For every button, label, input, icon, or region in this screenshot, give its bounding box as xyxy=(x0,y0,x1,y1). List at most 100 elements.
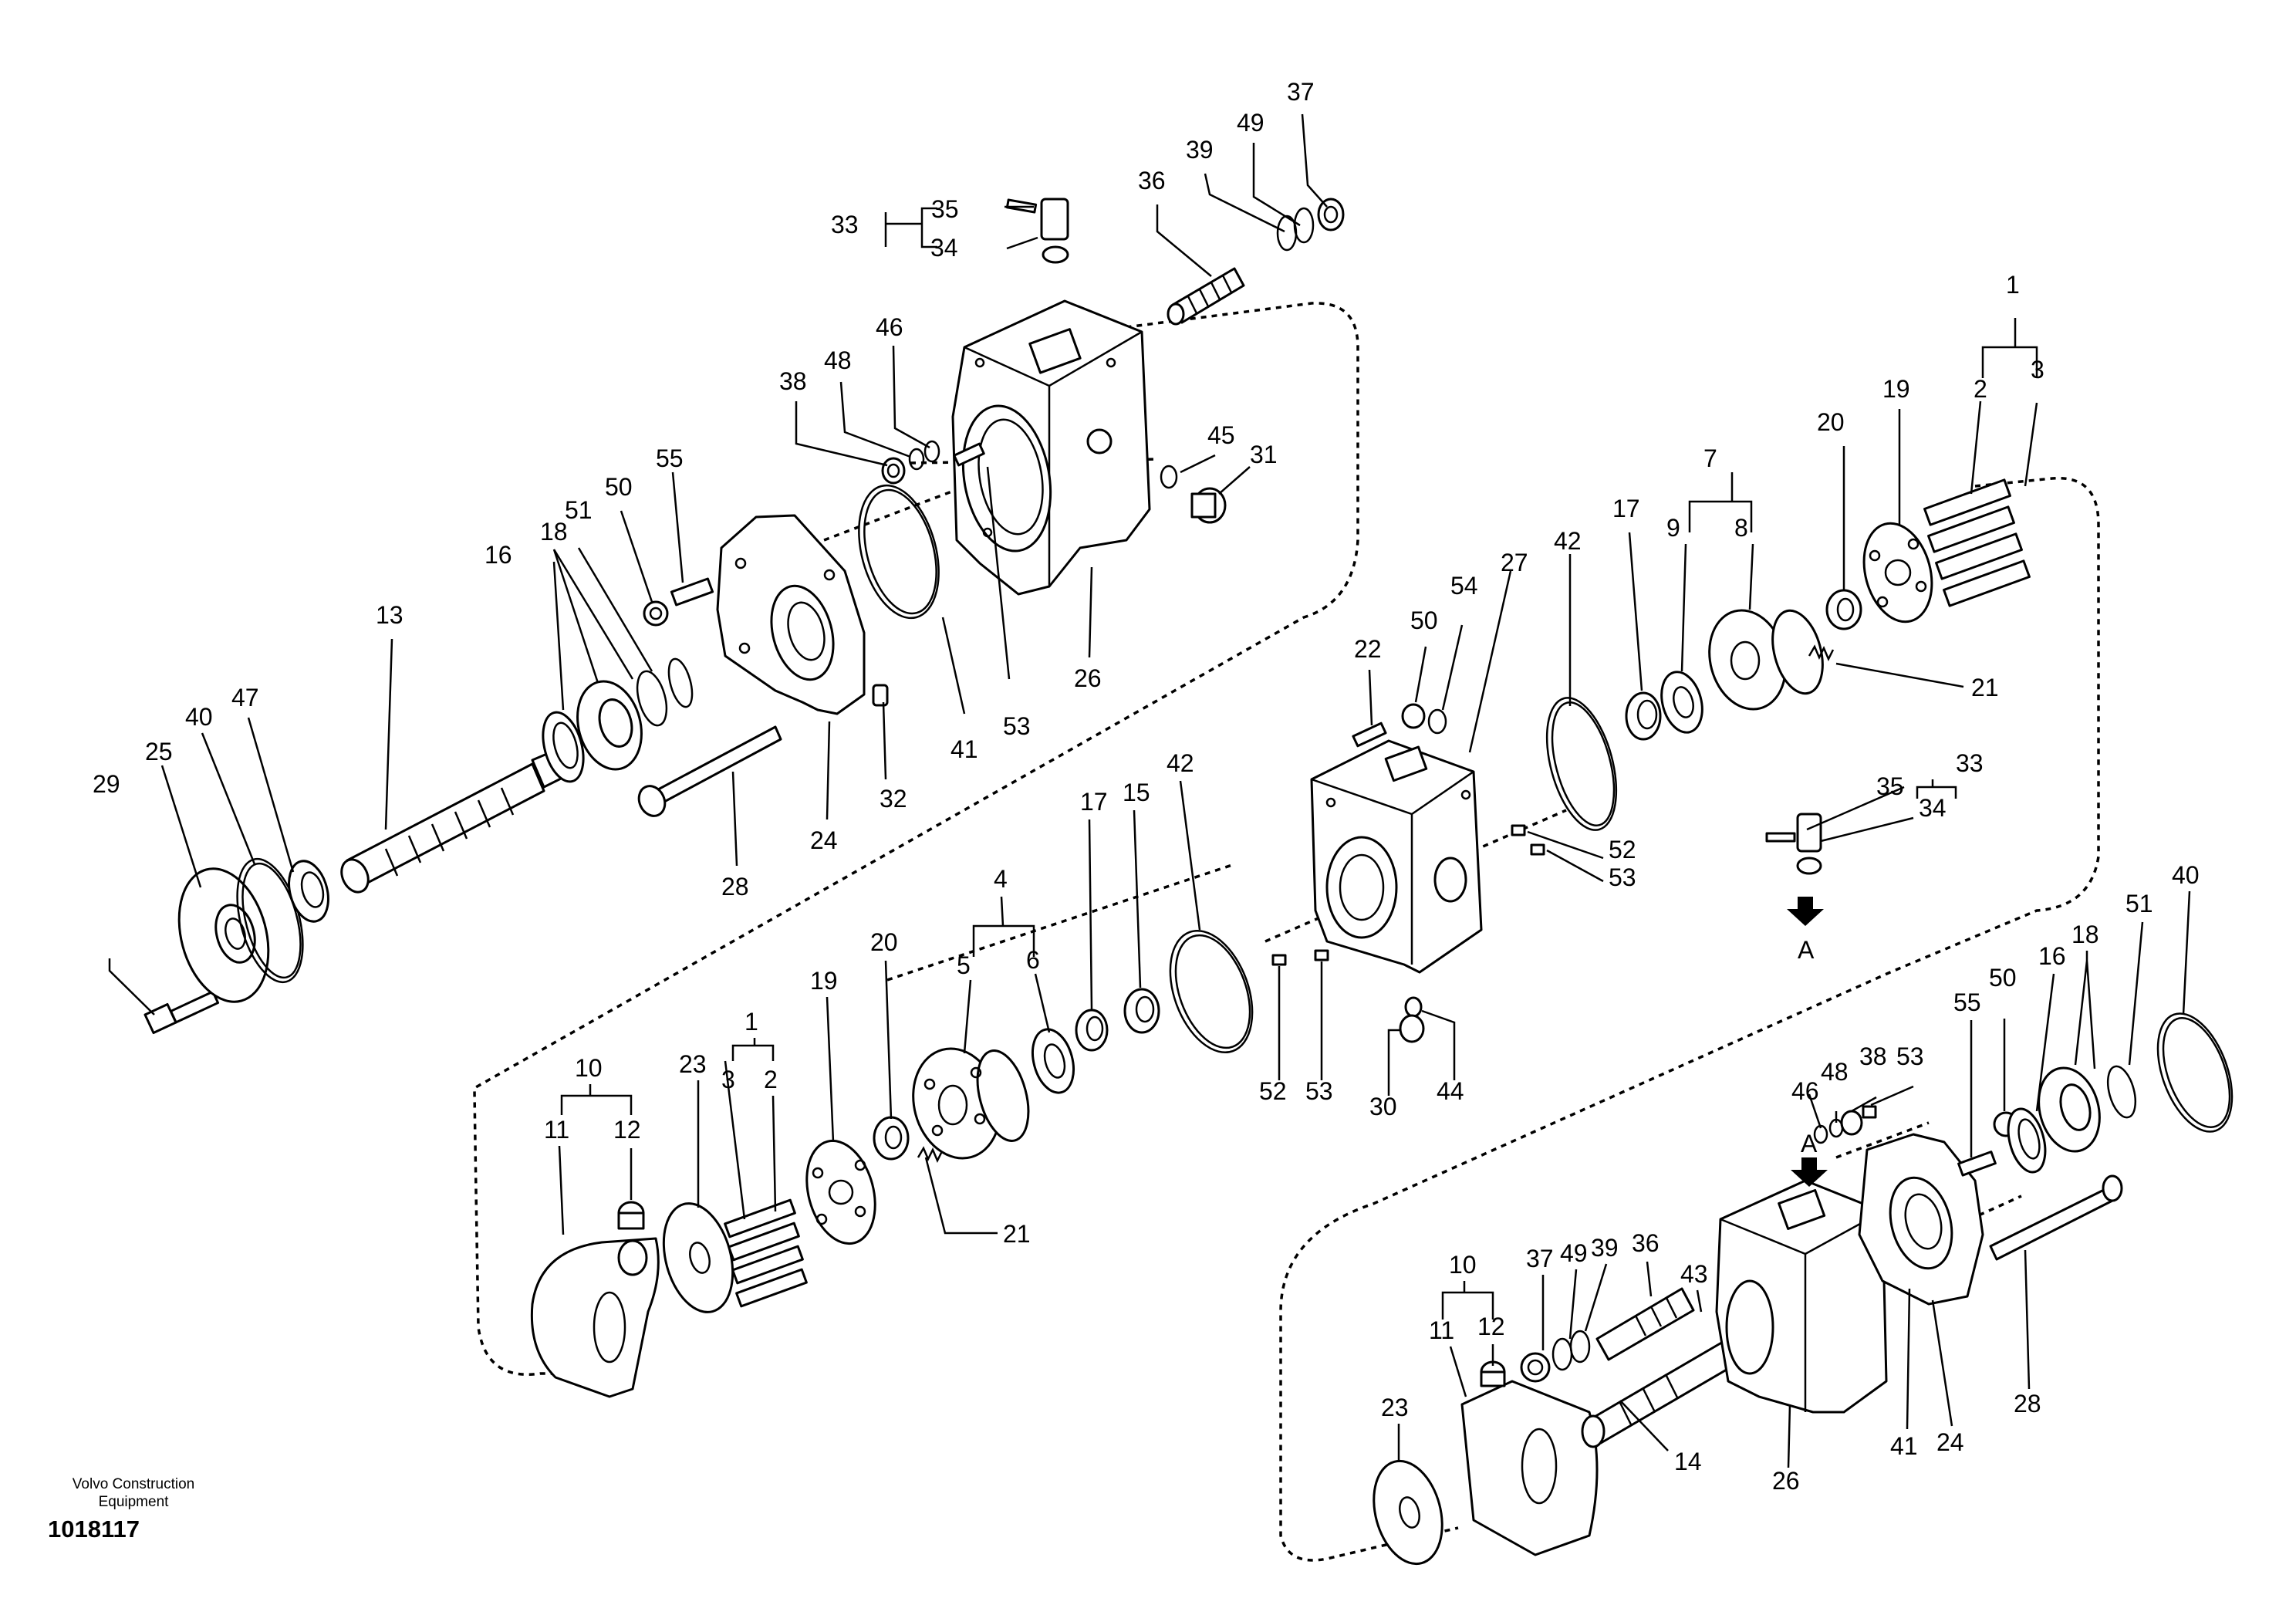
callout-36: 36 xyxy=(1138,167,1166,194)
callout-38: 38 xyxy=(779,367,807,395)
adjuster-36-lower xyxy=(1595,1287,1695,1361)
callout-19: 19 xyxy=(1882,375,1910,403)
cylinder-block-8 xyxy=(1708,609,1824,711)
o-ring-42-middle-right xyxy=(1545,697,1618,831)
callout-54: 54 xyxy=(1450,572,1478,600)
callout-55: 55 xyxy=(656,444,684,472)
plate-19-middle xyxy=(805,1139,876,1245)
callout-9: 9 xyxy=(1666,514,1680,542)
bracket-34-35-upper xyxy=(1005,198,1069,264)
callout-36: 36 xyxy=(1632,1229,1660,1257)
callout-18: 18 xyxy=(540,518,568,546)
seal-39-49-37-upper xyxy=(1276,198,1345,252)
callout-14: 14 xyxy=(1674,1448,1702,1475)
document-number: 1018117 xyxy=(48,1516,140,1543)
leader-lines xyxy=(108,113,2191,1468)
swash-plate-11-lower xyxy=(1460,1380,1599,1556)
callout-33: 33 xyxy=(831,211,859,238)
pins-22-middle xyxy=(1352,721,1387,748)
brand-line-1: Volvo Construction xyxy=(72,1476,195,1492)
callout-53: 53 xyxy=(1896,1042,1924,1070)
callout-49: 49 xyxy=(1560,1239,1588,1267)
callout-42: 42 xyxy=(1167,749,1194,777)
callout-13: 13 xyxy=(376,601,403,629)
callout-48: 48 xyxy=(1821,1058,1849,1086)
seals-37-49-39-lower xyxy=(1520,1330,1591,1383)
bearings-15-17-middle xyxy=(1075,988,1160,1052)
callout-1: 1 xyxy=(745,1008,758,1036)
callout-17: 17 xyxy=(1612,495,1640,522)
callout-7: 7 xyxy=(1703,444,1717,472)
pistons-2-3-middle xyxy=(724,1198,808,1308)
callout-32: 32 xyxy=(880,785,907,813)
callout-4: 4 xyxy=(994,865,1008,893)
callout-20: 20 xyxy=(1817,408,1845,436)
callout-a-lower: A xyxy=(1801,1130,1818,1157)
stud-55-upper xyxy=(670,577,714,607)
callout-28: 28 xyxy=(2014,1390,2041,1418)
callout-20: 20 xyxy=(870,928,898,956)
callout-53: 53 xyxy=(1305,1077,1333,1105)
washer-23-lower xyxy=(1373,1459,1443,1566)
callout-27: 27 xyxy=(1501,549,1528,576)
bearing-18-upper xyxy=(576,680,643,771)
callout-17: 17 xyxy=(1080,788,1108,816)
callout-49: 49 xyxy=(1237,109,1264,137)
valve-plate-27 xyxy=(1310,739,1483,974)
callout-31: 31 xyxy=(1250,441,1278,468)
callout-50: 50 xyxy=(1989,964,2017,992)
callout-16: 16 xyxy=(2038,942,2066,970)
bolt-29 xyxy=(144,990,220,1035)
callout-10: 10 xyxy=(1449,1251,1477,1279)
o-ring-42-middle xyxy=(1169,929,1254,1054)
callout-12: 12 xyxy=(613,1116,641,1144)
callout-35: 35 xyxy=(1876,772,1904,800)
callout-51: 51 xyxy=(2125,890,2153,917)
snap-ring-51-upper xyxy=(636,657,694,727)
callout-labels: 29 25 40 47 13 16 18 51 50 55 28 24 32 4… xyxy=(93,78,2200,1495)
o-ring-41-upper xyxy=(858,484,940,620)
bolts-lower xyxy=(1813,1105,1877,1144)
callout-33: 33 xyxy=(1956,749,1984,777)
callout-45: 45 xyxy=(1207,421,1235,449)
callout-47: 47 xyxy=(231,684,259,711)
o-ring-48-46-upper xyxy=(908,440,940,471)
washer-23-middle xyxy=(662,1202,734,1313)
callout-34: 34 xyxy=(930,234,958,262)
callout-55: 55 xyxy=(1953,988,1981,1016)
callout-21: 21 xyxy=(1003,1220,1031,1248)
callout-39: 39 xyxy=(1591,1234,1619,1262)
callout-50: 50 xyxy=(1410,607,1438,634)
pin-32-upper xyxy=(872,684,889,707)
callout-19: 19 xyxy=(810,967,838,995)
callout-43: 43 xyxy=(1680,1260,1708,1288)
retainer-20-middle xyxy=(873,1116,910,1161)
callout-26: 26 xyxy=(1772,1467,1800,1495)
brand-caption: Volvo Construction Equipment xyxy=(29,1475,238,1511)
spring-21-middle xyxy=(917,1146,944,1163)
callout-a-middle: A xyxy=(1798,936,1815,964)
plug-30-44-middle xyxy=(1399,996,1425,1043)
callout-38: 38 xyxy=(1859,1042,1887,1070)
callout-44: 44 xyxy=(1437,1077,1464,1105)
bracket-34-35-middle xyxy=(1765,813,1822,875)
spring-21-middle-right xyxy=(1808,644,1835,661)
long-bolt-28-lower xyxy=(1989,1174,2123,1261)
drive-shaft-13 xyxy=(340,745,576,894)
callout-53: 53 xyxy=(1609,863,1636,891)
callout-30: 30 xyxy=(1369,1093,1397,1120)
callout-12: 12 xyxy=(1477,1313,1505,1340)
pins-52-53-middle xyxy=(1271,824,1545,966)
callout-11: 11 xyxy=(544,1116,569,1144)
callout-25: 25 xyxy=(145,738,173,765)
plate-19-middle-right xyxy=(1862,522,1933,623)
dashed-boundary-lower xyxy=(1279,476,2100,1562)
fitting-54-middle xyxy=(1427,708,1447,735)
bearing-17-middle-right xyxy=(1625,691,1662,741)
callout-51: 51 xyxy=(565,496,593,524)
callout-16: 16 xyxy=(485,541,512,569)
callout-10: 10 xyxy=(575,1054,603,1082)
callout-46: 46 xyxy=(876,313,903,341)
callout-1: 1 xyxy=(2006,271,2020,299)
flange-cover-25 xyxy=(177,867,270,1003)
